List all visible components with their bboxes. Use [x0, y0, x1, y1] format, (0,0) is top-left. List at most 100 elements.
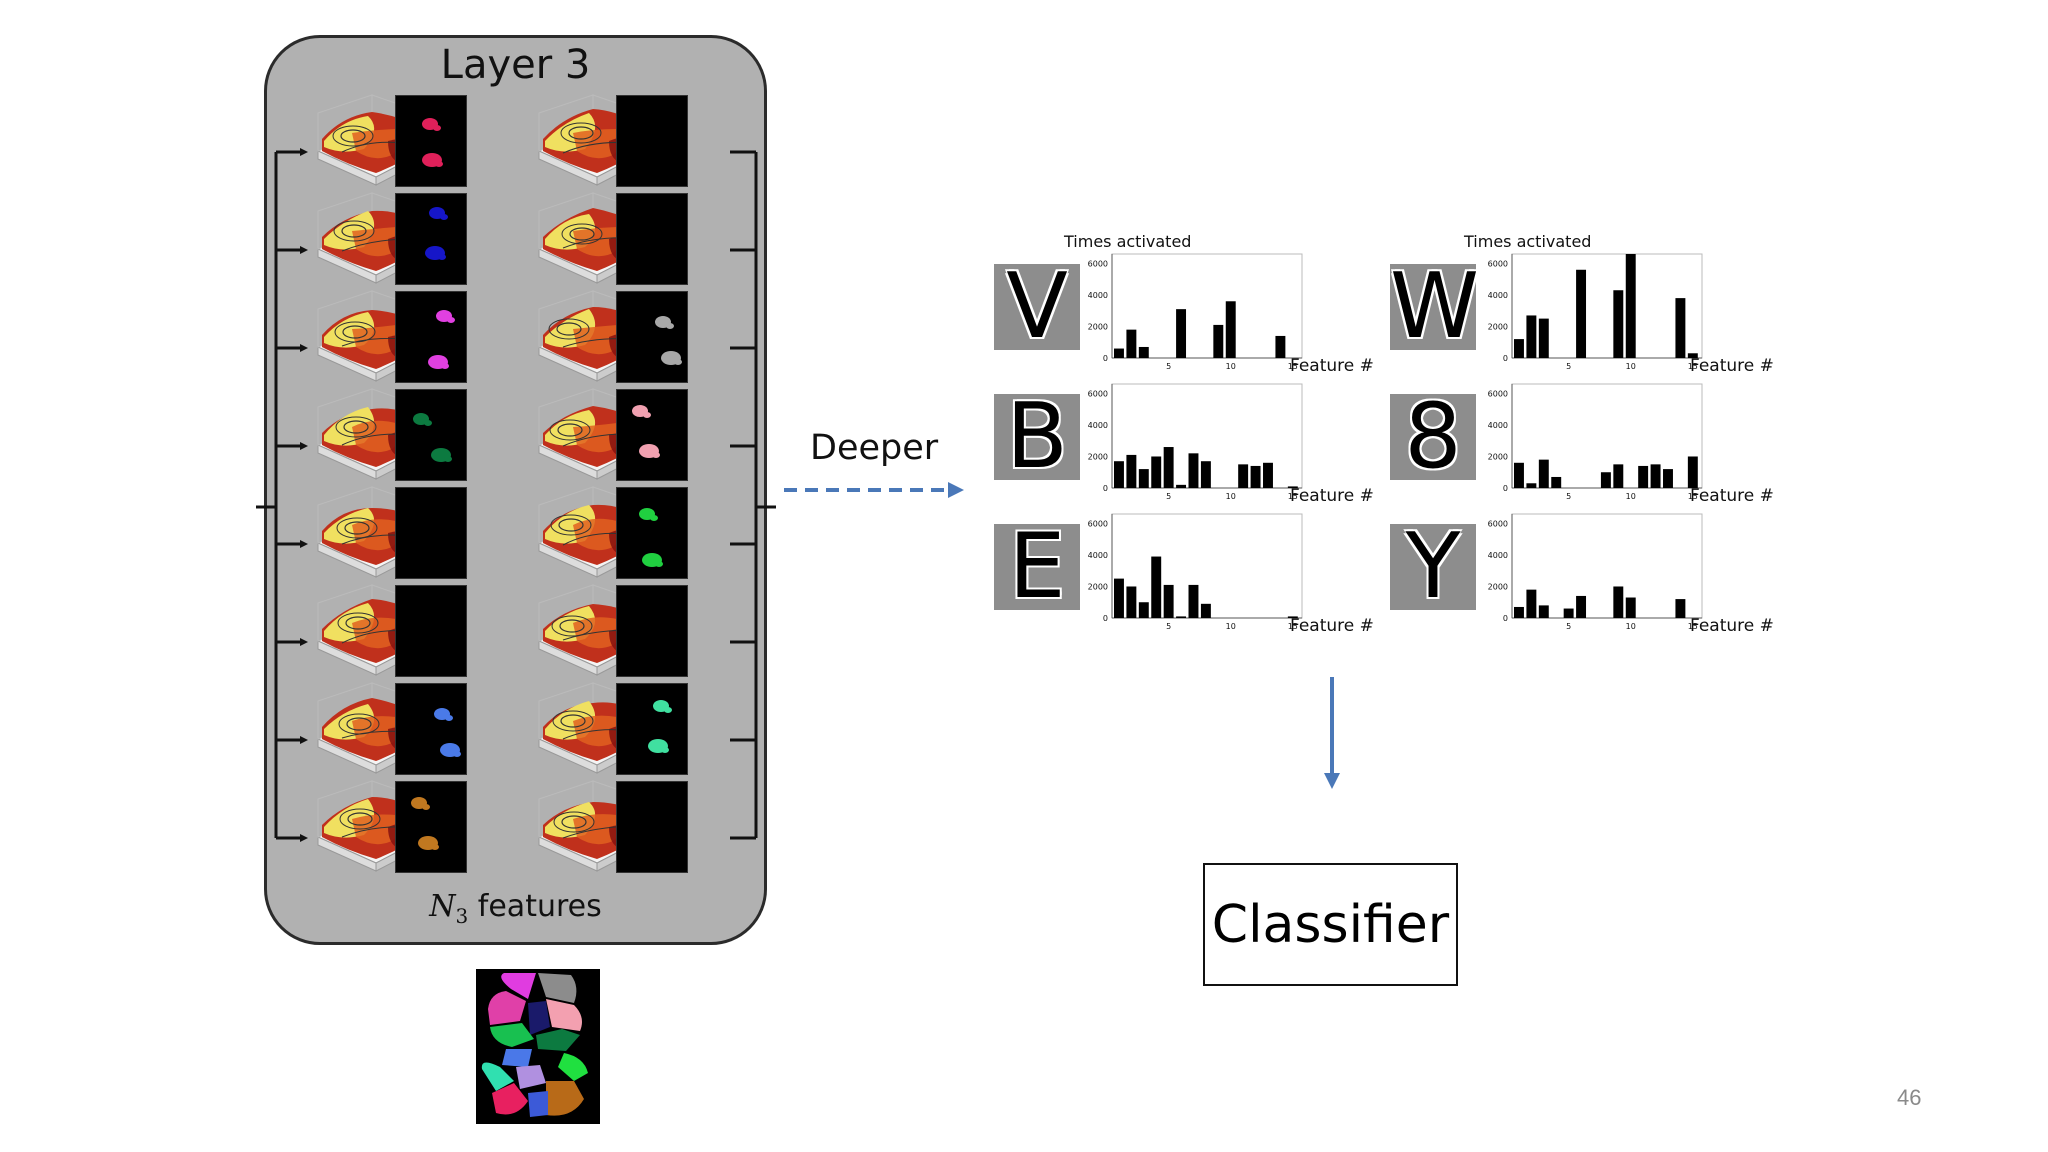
histogram-bar [1675, 298, 1686, 358]
x-tick-label: 10 [1226, 622, 1236, 631]
features-math-symbol: N [429, 889, 456, 924]
histogram-bar [1576, 269, 1587, 358]
y-tick-label: 2000 [1088, 582, 1108, 591]
feature-activation-map [395, 95, 467, 187]
x-tick-label: 5 [1566, 362, 1571, 371]
x-tick-label: 10 [1226, 492, 1236, 501]
y-tick-label: 4000 [1088, 551, 1108, 560]
feature-activation-map [395, 585, 467, 677]
x-tick-label: 10 [1626, 622, 1636, 631]
histogram-bar [1538, 605, 1549, 618]
histogram-bar [1126, 454, 1137, 488]
layer-brackets [256, 148, 776, 842]
y-tick-label: 4000 [1088, 421, 1108, 430]
x-tick-label: 15 [1688, 362, 1698, 371]
histogram-bar [1238, 464, 1249, 488]
feature-activation-map [616, 683, 688, 775]
histogram-bar [1613, 290, 1624, 358]
feature-activation-map [616, 487, 688, 579]
feature-activation-map [616, 193, 688, 285]
y-tick-label: 0 [1103, 354, 1108, 363]
histogram-bar [1287, 616, 1298, 618]
histogram-xlabel: Feature # [1290, 356, 1374, 376]
feature-activation-map [395, 781, 467, 873]
histogram-bar [1563, 608, 1574, 618]
letter-tile: 8 [1390, 394, 1476, 480]
y-tick-label: 6000 [1488, 259, 1508, 268]
y-tick-label: 2000 [1088, 452, 1108, 461]
histogram-bar [1176, 309, 1187, 358]
histogram-bar [1600, 472, 1611, 488]
letter-tile: E [994, 524, 1080, 610]
x-tick-label: 10 [1626, 492, 1636, 501]
feature-activation-map [395, 683, 467, 775]
histogram-bar [1114, 348, 1124, 358]
layer-title: Layer 3 [440, 42, 591, 88]
x-tick-label: 5 [1166, 622, 1171, 631]
histogram-bar [1514, 606, 1524, 618]
histogram-bar [1526, 483, 1537, 488]
histogram-bar [1114, 578, 1124, 618]
y-tick-label: 0 [1503, 484, 1508, 493]
y-tick-label: 2000 [1488, 452, 1508, 461]
histogram-bar [1663, 469, 1673, 488]
histogram-bar [1126, 586, 1137, 618]
x-tick-label: 15 [1288, 622, 1298, 631]
histogram-bar [1263, 462, 1273, 488]
letter-tile: W [1390, 264, 1476, 350]
y-tick-label: 2000 [1488, 322, 1508, 331]
histogram-bar [1638, 465, 1649, 488]
histogram-xlabel: Feature # [1690, 486, 1774, 506]
histogram-bar [1138, 602, 1149, 618]
histogram-bar [1287, 486, 1298, 488]
histogram-bar [1163, 447, 1174, 488]
histogram-bar [1275, 335, 1286, 358]
histogram-bar [1200, 461, 1211, 488]
x-tick-label: 5 [1566, 622, 1571, 631]
x-tick-label: 15 [1688, 622, 1698, 631]
histogram-bar [1151, 456, 1162, 488]
colored-eight-image [476, 969, 600, 1124]
histogram-bar [1176, 484, 1187, 488]
y-tick-label: 6000 [1088, 259, 1108, 268]
histogram-bar [1687, 353, 1698, 358]
letter-tile: V [994, 264, 1080, 350]
feature-activation-map [616, 291, 688, 383]
features-label: N3 features [267, 889, 764, 928]
histogram-bar [1526, 589, 1537, 618]
feature-activation-map [395, 193, 467, 285]
histogram-bar [1538, 318, 1549, 358]
histogram-xlabel: Feature # [1290, 616, 1374, 636]
y-tick-label: 0 [1103, 614, 1108, 623]
letter-glyph: V [1006, 264, 1068, 350]
histogram-bar [1225, 301, 1236, 358]
x-tick-label: 10 [1626, 362, 1636, 371]
histogram-bar [1188, 453, 1199, 488]
histogram-bar [1514, 462, 1524, 488]
histogram-bar [1538, 459, 1549, 488]
deeper-arrow [784, 482, 964, 498]
histogram-title: Times activated [1064, 232, 1192, 251]
y-tick-label: 0 [1503, 614, 1508, 623]
x-tick-label: 5 [1566, 492, 1571, 501]
feature-activation-map [616, 585, 688, 677]
histogram-bar [1188, 584, 1199, 618]
x-tick-label: 10 [1226, 362, 1236, 371]
histogram-bar [1138, 469, 1149, 488]
histogram-bar [1114, 461, 1124, 488]
letter-glyph: Y [1405, 524, 1461, 610]
histogram-xlabel: Feature # [1290, 486, 1374, 506]
y-tick-label: 6000 [1488, 519, 1508, 528]
y-tick-label: 6000 [1088, 519, 1108, 528]
feature-activation-map [616, 781, 688, 873]
y-tick-label: 4000 [1488, 551, 1508, 560]
histogram-bar [1526, 315, 1537, 358]
histogram-bar [1250, 465, 1261, 488]
deeper-label: Deeper [810, 428, 939, 468]
layer-panel: Layer 3 N3 features [264, 35, 767, 945]
